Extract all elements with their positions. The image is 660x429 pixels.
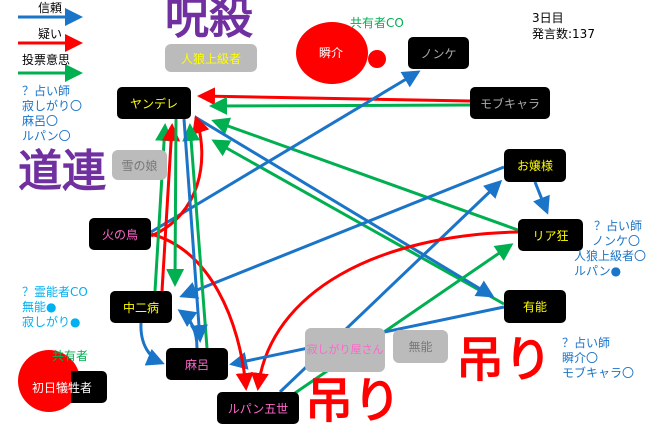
stamp-michizure: 道連 [18,146,106,197]
note-line: ルパン● [574,264,622,278]
node-hinotori[interactable]: 火の鳥 [89,218,151,250]
note-line: 寂しがり● [22,315,81,329]
note-line: ？占い師 [22,84,71,98]
note-line: 麻呂〇 [22,114,59,128]
edge-maro-chuni-trust [177,309,199,349]
dead-jinro[interactable]: 人狼上級者 [165,44,257,72]
node-firstvictim[interactable]: 初日犠牲者 [17,371,107,403]
game-status: 3日目 発言数:137 [532,10,595,42]
note-line: ？霊能者CO [22,285,88,299]
node-lupin[interactable]: ルパン五世 [217,392,299,424]
legend-trust-label: 信頼 [38,1,63,15]
edge-hinotori-lupin-doubt [150,232,254,391]
post-count: 発言数:137 [532,27,595,41]
edge-maro-yandere-vote [182,123,209,349]
node-maro[interactable]: 麻呂 [166,348,228,380]
blood-drop-icon [368,50,386,68]
node-mob[interactable]: モブキャラ [470,87,550,119]
legend-vote-label: 投票意思 [22,53,71,67]
edge-mob-yandere-vote [209,96,471,115]
edge-mob-yandere-doubt [197,87,471,106]
node-yuunou[interactable]: 有能 [504,290,566,323]
dead-munou[interactable]: 無能 [393,330,448,363]
stamp-jusatsu: 呪殺 [165,0,253,44]
edge-yandere-maro-trust [182,118,208,343]
legend-doubt-label: 疑い [38,27,63,41]
note-line: ノンケ〇 [592,234,641,248]
note-line: 人狼上級者〇 [574,249,647,263]
dead-yuki[interactable]: 雪の娘 [112,150,167,180]
node-nonke[interactable]: ノンケ [408,37,469,69]
blood-splat-icon [296,22,368,84]
edge-riakyo-yandere-vote [211,117,519,232]
note-riakyo: ？占い師 ノンケ〇 人狼上級者〇 ルパン● [574,219,646,279]
note-line: 瞬介〇 [562,351,599,365]
note-munou: ？占い師 瞬介〇 モブキャラ〇 [562,336,634,381]
node-ojou[interactable]: お嬢様 [504,149,566,182]
note-line: 無能● [22,300,57,314]
tag-shunsuke: 共有者CO [350,16,404,30]
note-medium: ？霊能者CO 無能● 寂しがり● [22,285,88,330]
note-line: ？占い師 [562,336,611,350]
note-yandere: ？占い師 寂しがり〇 麻呂〇 ルパン〇 [22,84,82,144]
dead-sabishi[interactable]: 寂しがり屋さん [305,328,385,372]
node-shunsuke[interactable]: 瞬介 [318,45,343,60]
node-riakyo[interactable]: リア狂 [518,219,583,251]
node-yandere[interactable]: ヤンデレ [117,87,191,119]
day-label: 3日目 [532,11,564,25]
note-line: 寂しがり〇 [22,99,83,113]
stamp-tsuri-2: 吊り [456,332,553,388]
node-chuni[interactable]: 中二病 [110,291,172,323]
stamp-tsuri-1: 吊り [305,373,402,429]
note-line: モブキャラ〇 [562,366,635,380]
edge-ojou-riakyo-trust [533,181,550,215]
note-line: ルパン〇 [22,129,71,143]
edge-yuunou-yandere-vote [211,139,505,306]
edge-chuni-maro-trust [139,322,165,366]
edge-yandere-chuni-vote [166,118,185,287]
edge-riakyo-lupin-doubt [250,230,519,391]
edge-yandere-yuunou-trust [194,115,495,298]
note-line: ？占い師 [594,219,643,233]
edge-chuni-yandere-doubt [160,123,181,292]
tag-firstvictim: 共有者 [52,349,89,363]
edge-ojou-chuni-trust [179,165,505,299]
